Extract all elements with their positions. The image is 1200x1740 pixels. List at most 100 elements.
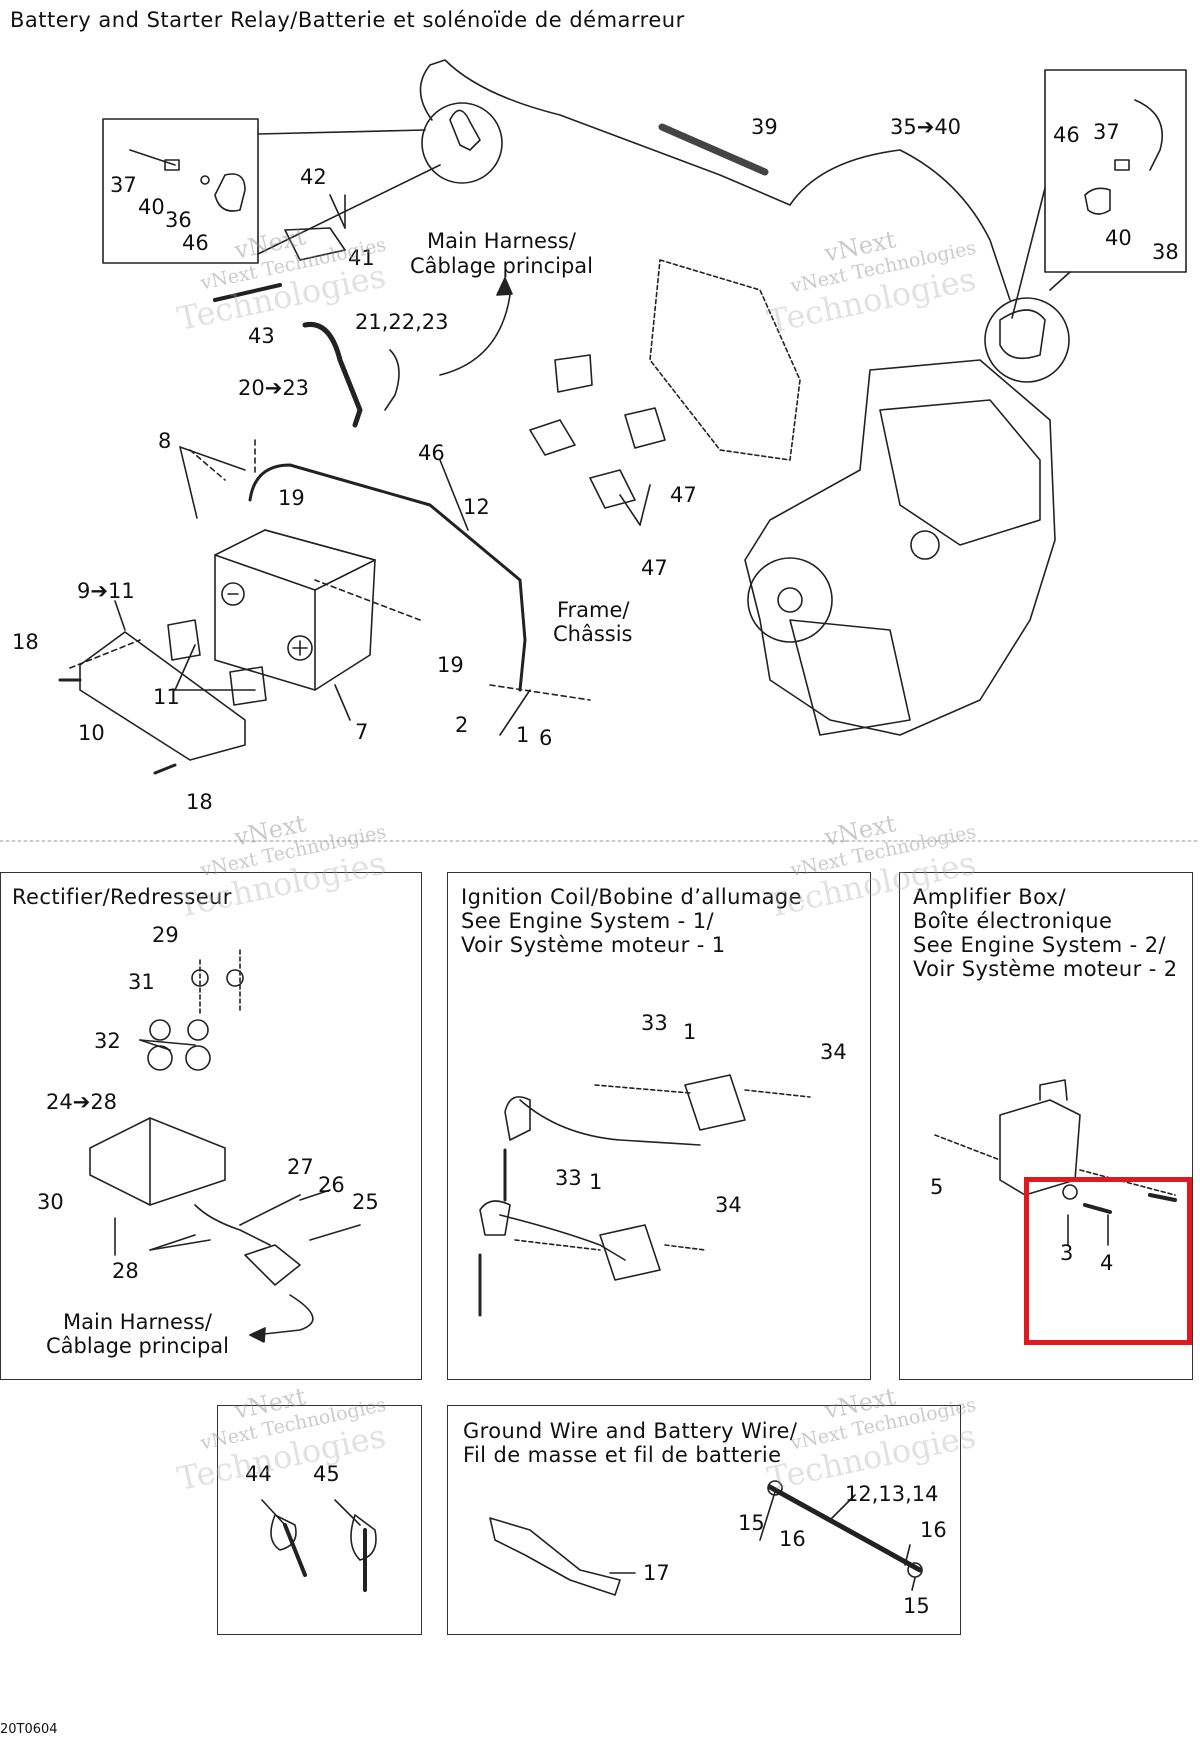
callout-12-13-14: 12,13,14 bbox=[845, 1482, 939, 1506]
pad-47 bbox=[625, 408, 665, 448]
washer-31 bbox=[227, 970, 243, 986]
coil-1 bbox=[600, 1225, 660, 1280]
ground-title: Ground Wire and Battery Wire/ Fil de mas… bbox=[463, 1419, 797, 1467]
tie-44-strap bbox=[285, 1525, 305, 1575]
leader-line bbox=[830, 1495, 855, 1520]
main-harness-label: Main Harness/ bbox=[427, 229, 576, 253]
cablage-label: Câblage principal bbox=[46, 1334, 230, 1358]
leader-line bbox=[140, 1040, 195, 1045]
ground-panel bbox=[447, 1405, 961, 1635]
callout-24-28: 24➔28 bbox=[46, 1090, 118, 1114]
callout-40: 40 bbox=[1105, 226, 1132, 250]
amplifier-title-line3: See Engine System - 2/ bbox=[913, 933, 1166, 957]
callout-30: 30 bbox=[37, 1190, 64, 1214]
callout-11: 11 bbox=[153, 685, 180, 709]
ignition-title-line2: See Engine System - 1/ bbox=[461, 909, 714, 933]
amplifier-panel bbox=[899, 872, 1193, 1380]
leader-line bbox=[310, 1225, 360, 1240]
drawing-code: 20T0604 bbox=[0, 1722, 58, 1737]
chassis-label: Châssis bbox=[553, 622, 633, 646]
starter-cable bbox=[420, 60, 1010, 300]
callout-27: 27 bbox=[287, 1155, 314, 1179]
detail-box-right bbox=[1045, 70, 1186, 272]
ground-title-line2: Fil de masse et fil de batterie bbox=[463, 1443, 782, 1467]
dash-line bbox=[745, 1090, 810, 1097]
leader-line bbox=[150, 1240, 210, 1250]
highlight-box bbox=[1024, 1177, 1192, 1345]
detail-box-left bbox=[103, 119, 258, 263]
leader-line bbox=[905, 1545, 910, 1565]
connector-25 bbox=[245, 1245, 300, 1285]
sleeve bbox=[662, 127, 765, 172]
callout-1: 1 bbox=[589, 1170, 603, 1194]
callout-38: 38 bbox=[1152, 240, 1179, 264]
detail-circle bbox=[422, 103, 502, 183]
tie-45 bbox=[351, 1515, 376, 1560]
ground-title-line1: Ground Wire and Battery Wire/ bbox=[463, 1419, 798, 1443]
callout-29: 29 bbox=[152, 923, 179, 947]
callout-45: 45 bbox=[313, 1462, 340, 1486]
bolt-4 bbox=[1150, 1195, 1175, 1200]
leader-line bbox=[912, 1578, 915, 1590]
callout-17: 17 bbox=[643, 1561, 670, 1585]
neg-terminal bbox=[222, 583, 244, 605]
harness-arrow bbox=[255, 1295, 313, 1335]
wire bbox=[130, 150, 175, 165]
grommet-32 bbox=[150, 1020, 170, 1040]
leader-line bbox=[300, 1190, 330, 1200]
relay-41 bbox=[285, 228, 345, 260]
boot-38 bbox=[1085, 188, 1110, 214]
callout-46: 46 bbox=[182, 231, 209, 255]
callout-44: 44 bbox=[245, 1462, 272, 1486]
callout-2: 2 bbox=[455, 713, 469, 737]
battery-edge bbox=[265, 530, 375, 560]
leader-line bbox=[640, 485, 650, 525]
main-harness-label: Main Harness/ bbox=[63, 1310, 212, 1334]
callout-35-40: 35➔40 bbox=[890, 115, 962, 139]
ties-panel bbox=[217, 1405, 422, 1635]
tie-44 bbox=[271, 1515, 296, 1550]
pad-47 bbox=[530, 420, 575, 455]
grommet-32 bbox=[188, 1020, 208, 1040]
sprocket-hub bbox=[778, 588, 802, 612]
amplifier-connector bbox=[1040, 1080, 1067, 1100]
leader-line bbox=[1012, 188, 1045, 318]
ignition-title: Ignition Coil/Bobine d’allumage See Engi… bbox=[461, 885, 802, 957]
leader-line bbox=[440, 460, 468, 530]
leader-line bbox=[335, 685, 350, 720]
callout-19: 19 bbox=[278, 486, 305, 510]
leader-line bbox=[180, 447, 245, 470]
harness-arrow bbox=[440, 282, 510, 375]
wire-21 bbox=[385, 350, 399, 410]
dash-line bbox=[515, 1240, 600, 1250]
washer-3 bbox=[1063, 1185, 1077, 1199]
nut bbox=[201, 176, 209, 184]
dash-line bbox=[1080, 1170, 1175, 1195]
callout-5: 5 bbox=[930, 1175, 944, 1199]
callout-20-23: 20➔23 bbox=[238, 376, 310, 400]
leader-line bbox=[115, 601, 125, 630]
cable-12 bbox=[250, 465, 525, 690]
spark-cap bbox=[480, 1201, 510, 1235]
callout-26: 26 bbox=[318, 1173, 345, 1197]
leader-line bbox=[175, 645, 195, 690]
callout-9-11: 9➔11 bbox=[77, 579, 135, 603]
leader-line bbox=[330, 195, 345, 228]
callout-3: 3 bbox=[1060, 1241, 1074, 1265]
callout-12: 12 bbox=[463, 495, 490, 519]
engine-boss bbox=[911, 531, 939, 559]
callout-39: 39 bbox=[751, 115, 778, 139]
dash-line bbox=[595, 1085, 690, 1093]
coil-1 bbox=[685, 1075, 745, 1130]
pad-47 bbox=[555, 355, 592, 392]
leader-line bbox=[258, 165, 440, 254]
leader-line bbox=[240, 1195, 300, 1225]
dash-line bbox=[935, 1135, 1000, 1160]
callout-34: 34 bbox=[715, 1193, 742, 1217]
callout-47: 47 bbox=[641, 556, 668, 580]
callout-43: 43 bbox=[248, 324, 275, 348]
callout-40: 40 bbox=[138, 195, 165, 219]
callout-46: 46 bbox=[1053, 123, 1080, 147]
